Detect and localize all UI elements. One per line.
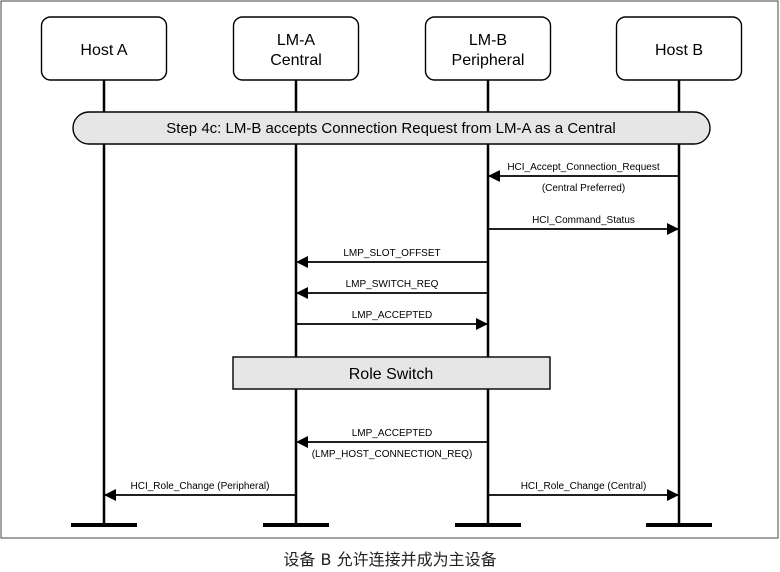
- figure-caption: 设备 B 允许连接并成为主设备: [283, 550, 497, 569]
- diagram-frame: [0, 0, 779, 539]
- role-switch-box: [232, 356, 551, 390]
- message-sublabel: (Central Preferred): [542, 183, 625, 194]
- participant-label-lm-a: LM-A: [277, 32, 316, 49]
- message-label: HCI_Command_Status: [532, 215, 635, 226]
- message-label: LMP_ACCEPTED: [352, 310, 433, 321]
- message-label: LMP_ACCEPTED: [352, 428, 433, 439]
- participant-label-host-a: Host A: [80, 42, 127, 59]
- participant-label-lm-b: Peripheral: [452, 52, 525, 69]
- participant-box-lm-b: [424, 16, 552, 81]
- participant-label-lm-a: Central: [270, 52, 322, 69]
- step-banner: [72, 111, 711, 145]
- message-label: HCI_Accept_Connection_Request: [507, 162, 660, 173]
- participant-label-lm-b: LM-B: [469, 32, 507, 49]
- role-switch-label: Role Switch: [349, 366, 433, 383]
- message-label: HCI_Role_Change (Central): [521, 481, 647, 492]
- message-label: LMP_SWITCH_REQ: [346, 279, 439, 290]
- step-banner-text: Step 4c: LM-B accepts Connection Request…: [166, 120, 615, 137]
- participant-box-lm-a: [232, 16, 360, 81]
- participant-label-host-b: Host B: [655, 42, 703, 59]
- participant-box-host-a: [40, 16, 168, 81]
- message-label: HCI_Role_Change (Peripheral): [131, 481, 270, 492]
- participant-box-host-b: [615, 16, 743, 81]
- message-label: LMP_SLOT_OFFSET: [343, 248, 440, 259]
- message-sublabel: (LMP_HOST_CONNECTION_REQ): [312, 449, 473, 460]
- sequence-diagram: Step 4c: LM-B accepts Connection Request…: [0, 0, 779, 539]
